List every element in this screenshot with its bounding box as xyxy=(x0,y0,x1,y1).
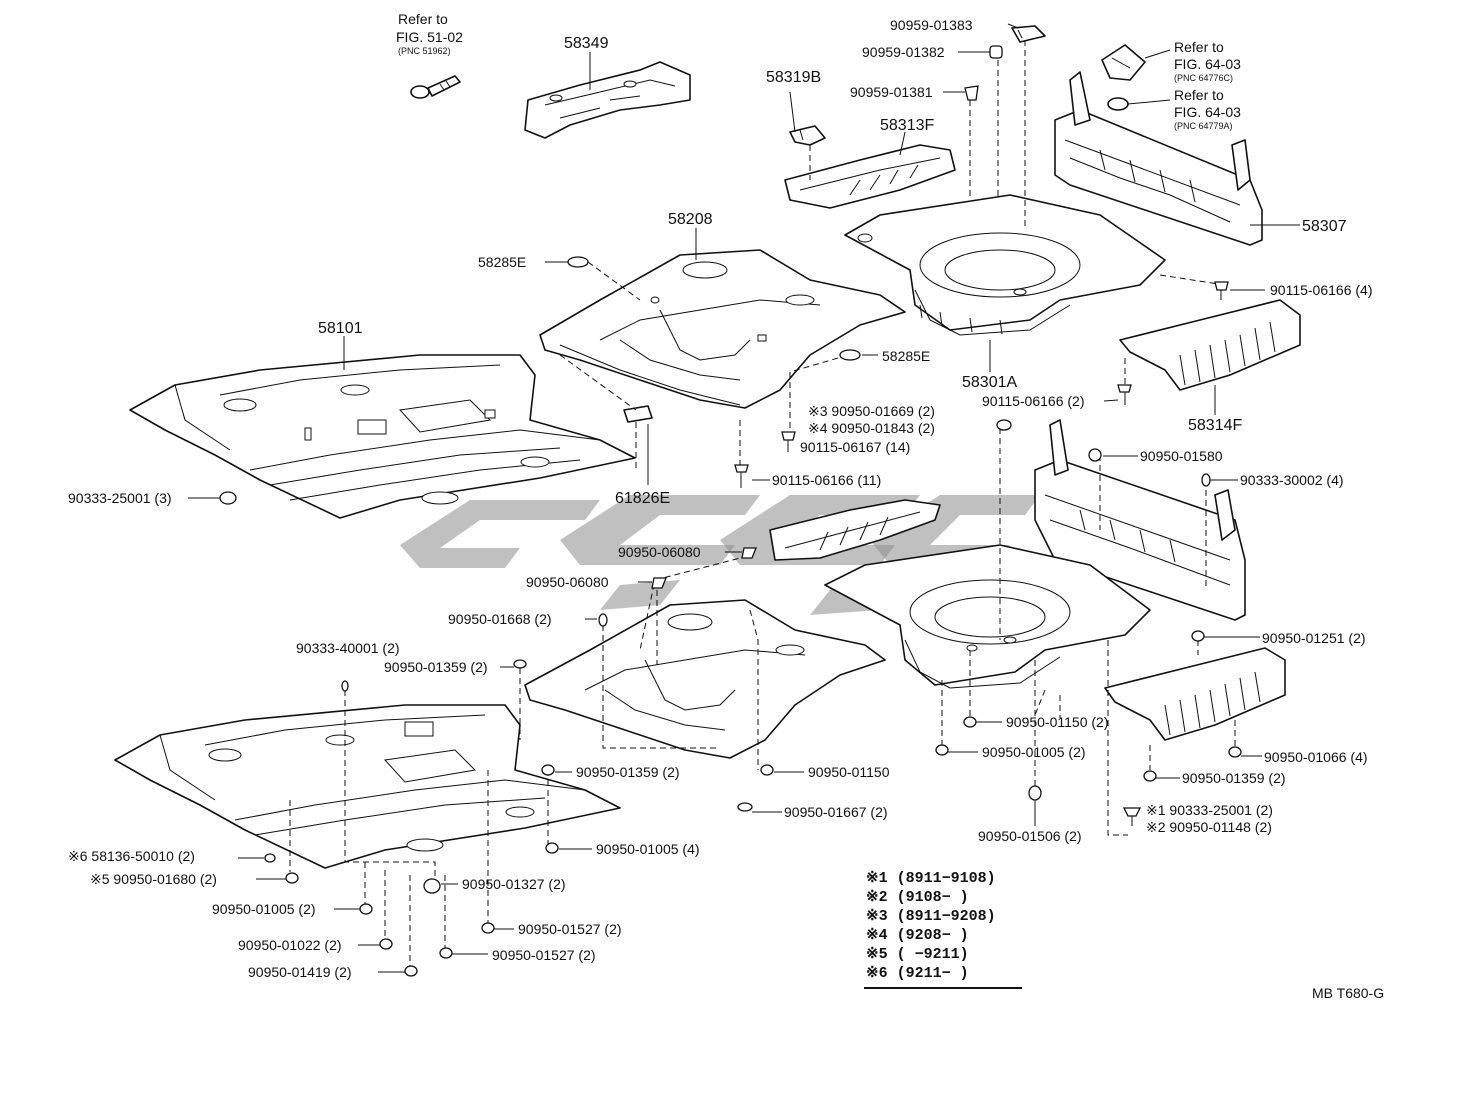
label-90950-01327: 90950-01327 (2) xyxy=(462,876,566,892)
label-x1-90333-25001: ※1 90333-25001 (2) xyxy=(1146,802,1273,818)
label-90950-01005-2a: 90950-01005 (2) xyxy=(212,901,316,917)
part-58349-icon xyxy=(524,61,691,139)
part-64779A-icon xyxy=(1107,97,1129,111)
part-58307-lower-icon xyxy=(1034,419,1246,621)
label-x3-90950-01669: ※3 90950-01669 (2) xyxy=(808,403,935,419)
label-58349: 58349 xyxy=(564,35,609,52)
label-90950-01022: 90950-01022 (2) xyxy=(238,937,342,953)
label-61826E: 61826E xyxy=(615,490,670,507)
part-58313F-icon xyxy=(784,144,956,209)
ref2-line1: Refer to xyxy=(1174,39,1224,55)
label-x2-90950-01148: ※2 90950-01148 (2) xyxy=(1146,819,1272,835)
reference-labels: Refer to FIG. 51-02 (PNC 51962) Refer to… xyxy=(396,11,1241,131)
footnote-legend: ※1 (8911−9108) ※2 (9108− ) ※3 (8911−9208… xyxy=(864,870,1022,989)
ref2-pnc: (PNC 64776C) xyxy=(1174,73,1233,83)
label-90950-01359-a: 90950-01359 (2) xyxy=(384,659,488,675)
part-58314F-lower-icon xyxy=(1104,647,1286,741)
label-58101: 58101 xyxy=(318,320,363,337)
label-58301A: 58301A xyxy=(962,374,1017,391)
part-61826E-icon xyxy=(623,405,653,423)
legend-item-2: ※2 (9108− ) xyxy=(866,889,969,906)
part-58319B-icon xyxy=(789,125,826,146)
figure-code: MB T680-G xyxy=(1312,985,1384,1001)
label-90115-06167: 90115-06167 (14) xyxy=(800,439,910,455)
plug-58285E-a-icon xyxy=(567,256,589,268)
label-58285E-b: 58285E xyxy=(882,348,930,364)
label-90950-01580: 90950-01580 xyxy=(1140,448,1223,464)
label-90115-06166-2: 90115-06166 (2) xyxy=(982,393,1084,409)
clip-01381-icon xyxy=(964,85,979,101)
label-90959-01383: 90959-01383 xyxy=(890,17,973,33)
label-58314F: 58314F xyxy=(1188,417,1242,434)
part-58208-icon xyxy=(539,249,906,409)
label-90950-06080-a: 90950-06080 xyxy=(618,544,701,560)
legend-item-1: ※1 (8911−9108) xyxy=(866,870,996,887)
label-90950-01005-4: 90950-01005 (4) xyxy=(596,841,700,857)
part-58101-icon xyxy=(129,354,636,519)
label-90950-01005-2b: 90950-01005 (2) xyxy=(982,744,1086,760)
fastener-labels: 90959-01383 90959-01382 90959-01381 9011… xyxy=(68,17,1372,980)
label-58285E-a: 58285E xyxy=(478,254,526,270)
ref1-line2: FIG. 51-02 xyxy=(396,29,463,45)
ref3-pnc: (PNC 64779A) xyxy=(1174,121,1233,131)
label-90950-01506: 90950-01506 (2) xyxy=(978,828,1082,844)
part-58301A-lower-icon xyxy=(824,544,1151,689)
legend-item-4: ※4 (9208− ) xyxy=(866,927,969,944)
ref1-pnc: (PNC 51962) xyxy=(398,46,451,56)
part-58301A-icon xyxy=(844,194,1166,336)
label-90950-01150-2: 90950-01150 (2) xyxy=(1006,714,1108,730)
part-64776C-icon xyxy=(1101,44,1146,81)
label-58319B: 58319B xyxy=(766,69,821,86)
legend-item-6: ※6 (9211− ) xyxy=(866,965,969,982)
ref3-line2: FIG. 64-03 xyxy=(1174,104,1241,120)
label-90333-40001: 90333-40001 (2) xyxy=(296,640,400,656)
label-90950-01150: 90950-01150 xyxy=(808,764,890,780)
label-90950-01359-c: 90950-01359 (2) xyxy=(1182,770,1286,786)
leader-lines xyxy=(188,23,1300,973)
label-90959-01382: 90959-01382 xyxy=(862,44,945,60)
label-90115-06166-11: 90115-06166 (11) xyxy=(772,472,881,488)
label-90333-25001-3: 90333-25001 (3) xyxy=(68,490,172,506)
part-58101-lower-icon xyxy=(114,704,621,869)
label-90115-06166-4: 90115-06166 (4) xyxy=(1270,282,1372,298)
part-58314F-icon xyxy=(1119,299,1301,391)
ref3-line1: Refer to xyxy=(1174,87,1224,103)
label-90950-01527-b: 90950-01527 (2) xyxy=(492,947,596,963)
legend-item-3: ※3 (8911−9208) xyxy=(866,908,996,925)
label-90959-01381: 90959-01381 xyxy=(850,84,933,100)
fastener-symbols xyxy=(219,281,1242,977)
label-90950-01668: 90950-01668 (2) xyxy=(448,611,552,627)
label-58313F: 58313F xyxy=(880,117,934,134)
ref2-line2: FIG. 64-03 xyxy=(1174,56,1241,72)
label-x4-90950-01843: ※4 90950-01843 (2) xyxy=(808,420,935,436)
label-x5-90950-01680: ※5 90950-01680 (2) xyxy=(90,871,217,887)
label-58208: 58208 xyxy=(668,211,713,228)
label-90950-01359-b: 90950-01359 (2) xyxy=(576,764,680,780)
label-90950-06080-b: 90950-06080 xyxy=(526,574,609,590)
bolt-51962-icon xyxy=(410,75,461,99)
label-90950-01419: 90950-01419 (2) xyxy=(248,964,352,980)
part-labels: 58349 58319B 58313F 58208 58285E 58285E … xyxy=(318,35,1347,507)
assembly-lines xyxy=(289,40,1236,970)
label-x6-58136-50010: ※6 58136-50010 (2) xyxy=(68,848,195,864)
label-90950-01527-a: 90950-01527 (2) xyxy=(518,921,622,937)
part-58313F-lower-icon xyxy=(769,499,941,561)
plug-58285E-b-icon xyxy=(839,349,861,361)
clip-01383-icon xyxy=(1011,25,1046,43)
label-90950-01066: 90950-01066 (4) xyxy=(1264,749,1368,765)
ref1-line1: Refer to xyxy=(398,11,448,27)
label-58307: 58307 xyxy=(1302,218,1347,235)
label-90950-01251: 90950-01251 (2) xyxy=(1262,630,1366,646)
label-90333-30002: 90333-30002 (4) xyxy=(1240,472,1344,488)
part-58307-icon xyxy=(1054,71,1263,246)
part-58208-lower-icon xyxy=(524,599,886,759)
legend-item-5: ※5 ( −9211) xyxy=(866,946,969,963)
label-90950-01667: 90950-01667 (2) xyxy=(784,804,888,820)
clip-01382-icon xyxy=(989,45,1003,59)
